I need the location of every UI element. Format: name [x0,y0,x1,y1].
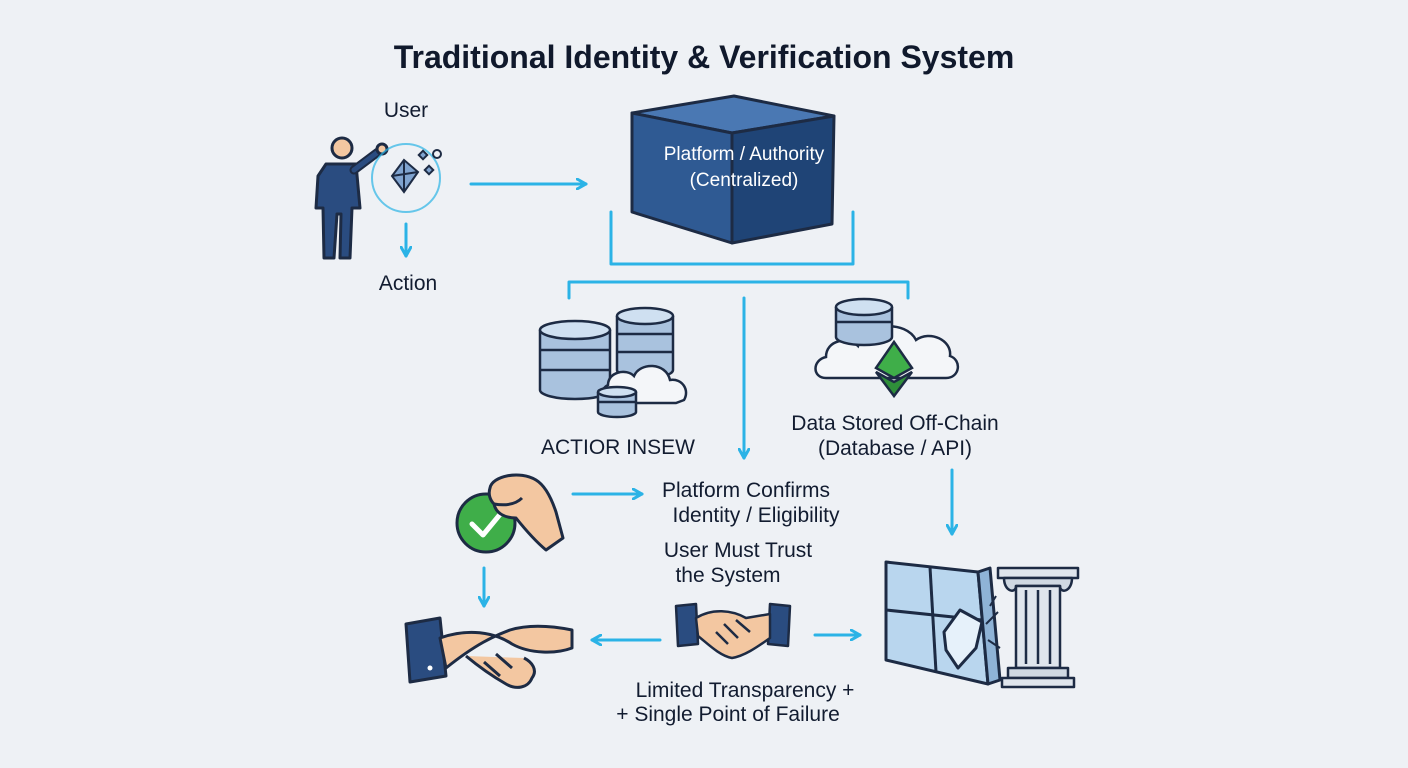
offchain-label-line2: (Database / API) [817,437,973,460]
action-insew-label: ACTIOR INSEW [540,436,695,459]
limited-label-line1: Limited Transparency + [635,679,855,702]
trust-label-line1: User Must Trust [663,539,813,562]
action-label: Action [378,272,438,295]
database-stack-small [596,385,638,419]
branch-bracket [567,280,910,300]
ethereum-icon [874,339,914,399]
broken-glass-icon [884,560,1002,686]
trust-label-line2: the System [675,564,781,587]
handshake-icon-small [674,602,792,660]
diagram-title: Traditional Identity & Verification Syst… [393,39,1015,75]
database-stack-large [538,319,612,401]
person-icon [314,136,389,260]
pillar-icon [996,566,1080,689]
user-aura-ring [371,143,441,213]
database-icon [834,297,894,347]
platform-cube [630,94,836,245]
confirm-label-line1: Platform Confirms [661,479,831,502]
identity-token-icon [390,149,442,194]
platform-label-line2: (Centralized) [689,170,799,191]
confirm-label-line2: Identity / Eligibility [672,504,840,527]
user-label: User [383,99,429,122]
limited-label-line2: + Single Point of Failure [616,703,840,726]
handshake-icon [404,616,574,689]
flow-arrows [406,184,952,640]
platform-label-line1: Platform / Authority [663,144,825,165]
platform-bracket [567,210,910,300]
hand-icon [487,473,565,552]
offchain-label-line1: Data Stored Off-Chain [791,412,999,435]
database-icon [538,306,688,419]
offchain-storage-icon [814,297,959,399]
